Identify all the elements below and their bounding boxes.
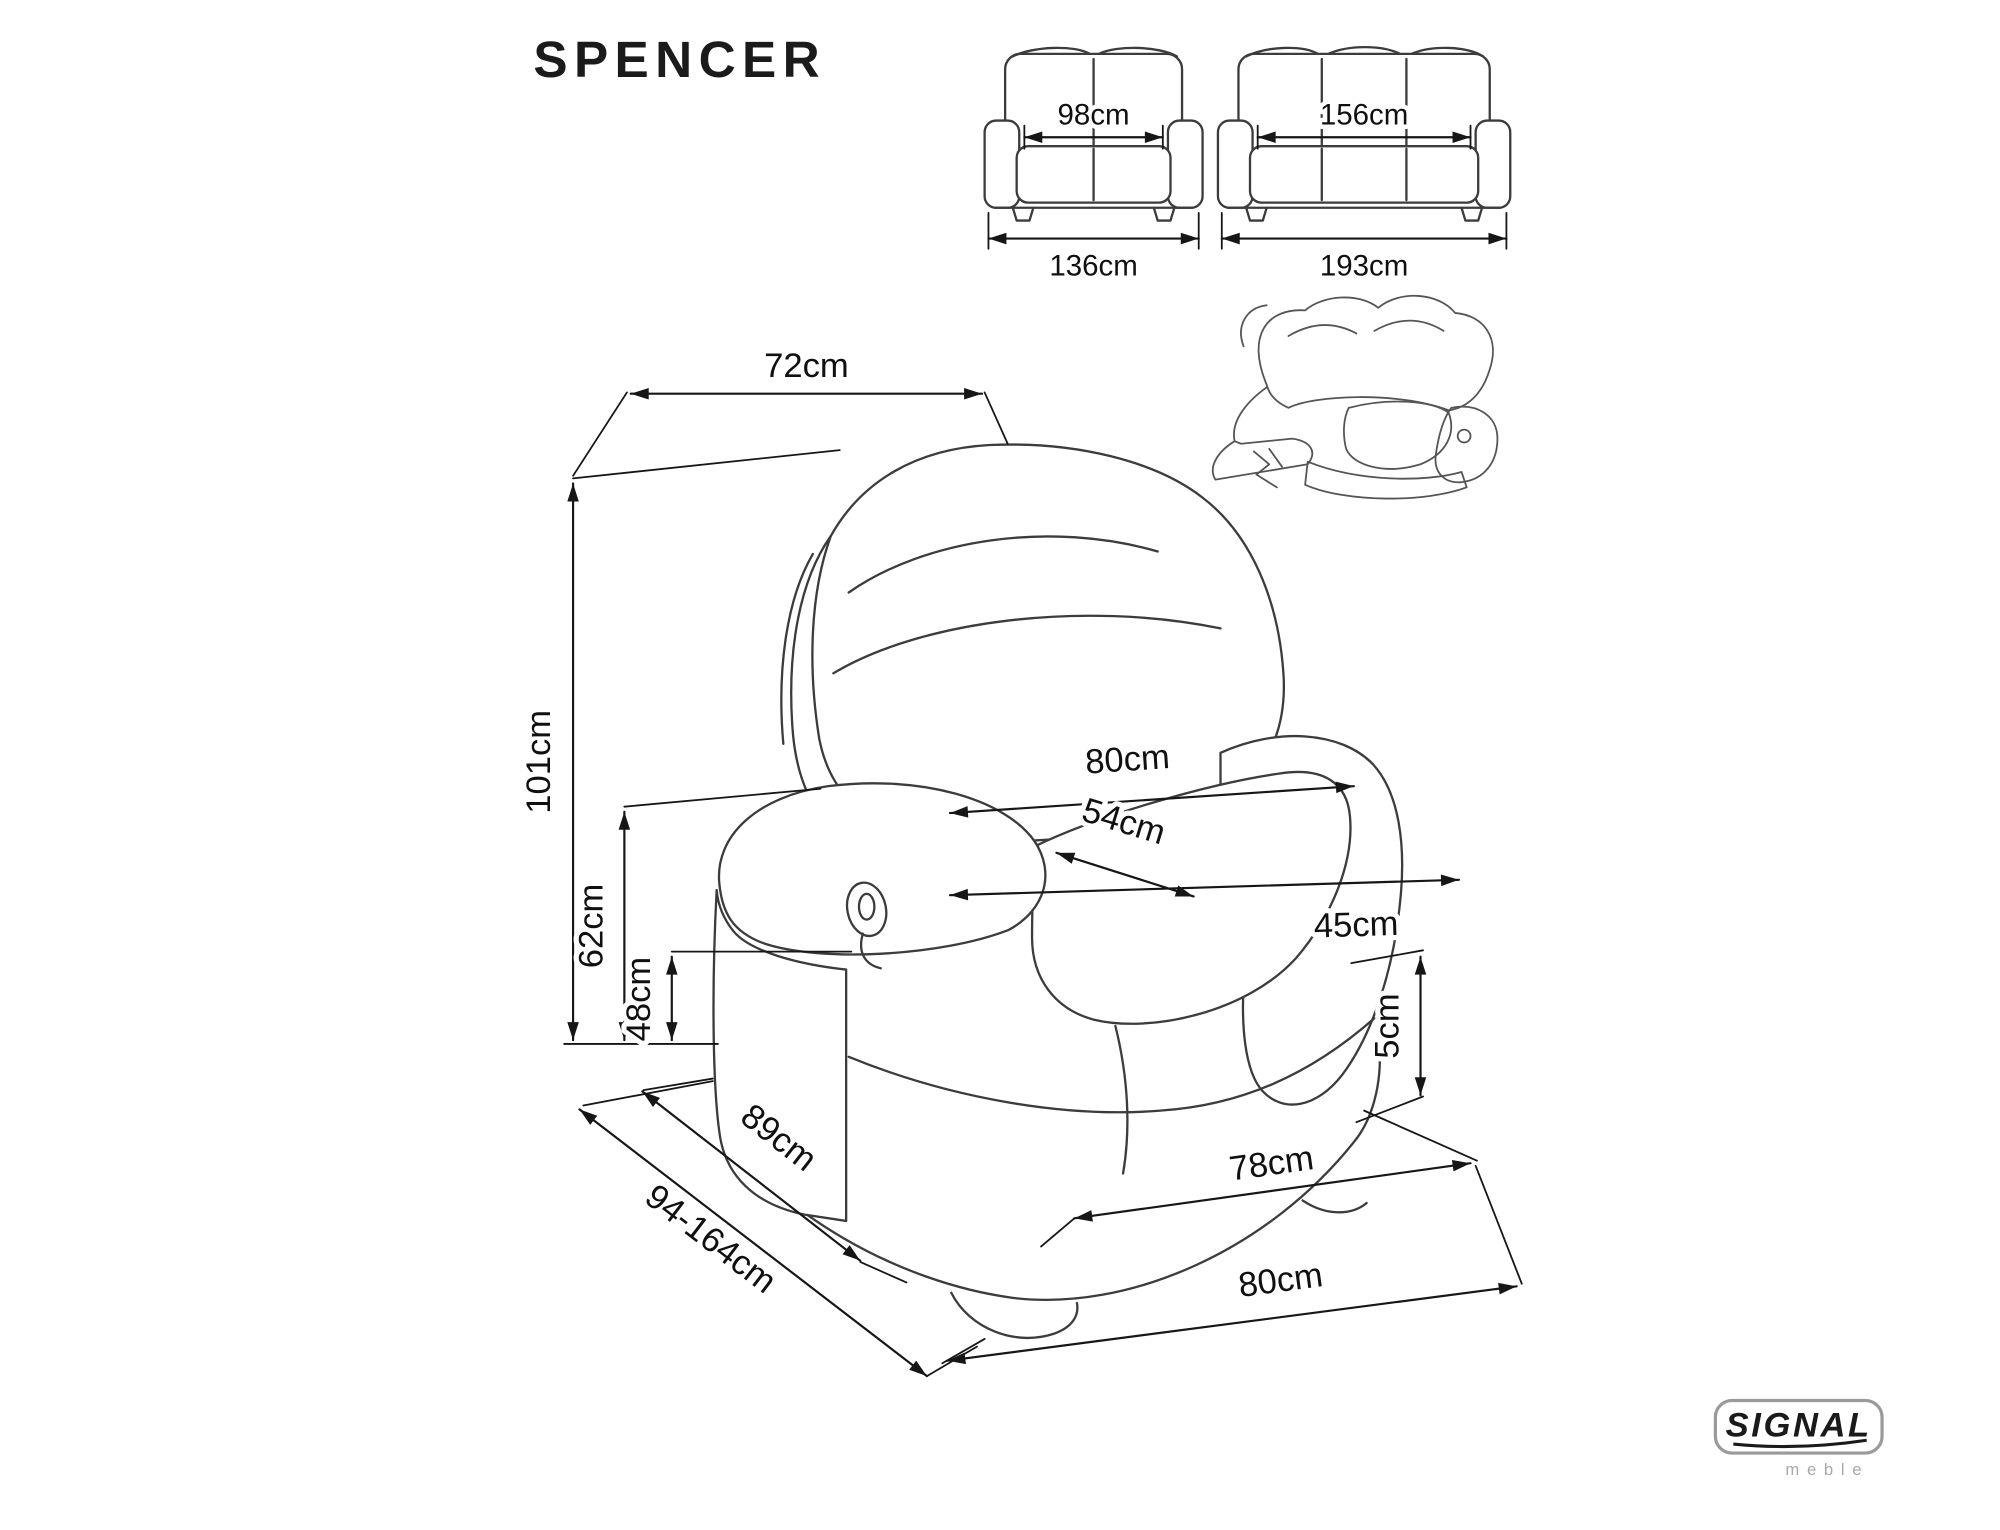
sofa2-headrest-bumps bbox=[1011, 46, 1179, 58]
armchair-handle-inner bbox=[857, 892, 876, 921]
armchair-headrest-crease bbox=[847, 535, 1159, 594]
dim-5-ext bbox=[1350, 949, 1424, 1124]
two-seater-sofa-sketch: 98cm 136cm bbox=[983, 46, 1204, 287]
dim-78-ext bbox=[1040, 1109, 1478, 1248]
dim-sofa3-outer-label: 193cm bbox=[1320, 250, 1408, 283]
page-title: SPENCER bbox=[533, 31, 826, 88]
dim-72-label: 72cm bbox=[764, 347, 849, 385]
dim-sofa3-inner-ticks bbox=[1256, 124, 1472, 150]
armchair-backrest bbox=[811, 443, 1286, 843]
armchair-side-foot bbox=[1301, 1199, 1368, 1214]
dim-sofa2-outer-ticks bbox=[987, 211, 1200, 250]
sofa2-right-arm bbox=[1166, 119, 1204, 209]
armchair-handle-lever bbox=[859, 932, 882, 970]
brand-logo: SIGNAL meble bbox=[1713, 1398, 1884, 1479]
three-seater-sofa-sketch: 156cm 193cm bbox=[1216, 46, 1512, 287]
dim-78-arrow bbox=[1073, 1159, 1472, 1222]
dim-sofa2-inner-label: 98cm bbox=[1058, 98, 1130, 131]
logo-border bbox=[1713, 1398, 1884, 1455]
recliner-left-pillow-edge bbox=[1240, 304, 1268, 348]
dim-62-label: 62cm bbox=[573, 884, 611, 969]
armchair-release-handle bbox=[845, 881, 888, 938]
dim-94-164-arrow bbox=[578, 1108, 929, 1378]
logo-sub-text: meble bbox=[1785, 1460, 1869, 1479]
sofa3-feet bbox=[1245, 206, 1484, 222]
recliner-base bbox=[1304, 460, 1468, 500]
dim-80-lower-label: 80cm bbox=[1236, 1256, 1325, 1305]
armchair-sketch bbox=[712, 443, 1404, 1339]
armchair-back-crease bbox=[832, 614, 1222, 675]
armchair-front-seam bbox=[1114, 1024, 1129, 1175]
dim-45-arrow bbox=[948, 874, 1461, 901]
recliner-mechanism bbox=[1252, 447, 1283, 489]
dim-78-label: 78cm bbox=[1227, 1139, 1316, 1188]
dim-sofa2-outer-label: 136cm bbox=[1049, 250, 1137, 283]
dim-101-ext bbox=[563, 449, 841, 1045]
recliner-sofa-sketch bbox=[1211, 295, 1499, 500]
sofa3-left-arm bbox=[1216, 119, 1254, 209]
dim-48-label: 48cm bbox=[620, 957, 658, 1042]
sofa3-headrest-bumps bbox=[1245, 46, 1485, 58]
sofa3-seat-splits bbox=[1320, 147, 1408, 202]
dim-sofa2-inner-ticks bbox=[1023, 124, 1164, 150]
logo-swoosh bbox=[1733, 1438, 1867, 1449]
recliner-headrest-creases bbox=[1287, 319, 1445, 337]
recliner-reclined-edge bbox=[1233, 386, 1268, 443]
sofa2-left-arm bbox=[983, 119, 1021, 209]
sofa3-seat bbox=[1248, 145, 1480, 204]
recliner-handle bbox=[1456, 428, 1472, 444]
dim-72-ext bbox=[572, 391, 1009, 477]
dim-sofa3-inner-label: 156cm bbox=[1320, 98, 1408, 131]
dim-sofa3-outer-ticks bbox=[1220, 211, 1508, 250]
dim-62-ext bbox=[623, 787, 822, 808]
dim-5-label: 5cm bbox=[1369, 993, 1407, 1058]
dim-45-label: 45cm bbox=[1313, 905, 1399, 946]
armchair-skirt-crease bbox=[847, 1017, 1376, 1114]
recliner-backrest bbox=[1257, 295, 1494, 412]
dim-80-upper-label: 80cm bbox=[1084, 738, 1171, 782]
armchair-base-right-edge bbox=[1355, 1045, 1382, 1140]
logo-brand-text: SIGNAL bbox=[1726, 1406, 1872, 1444]
recliner-right-seat bbox=[1343, 400, 1453, 470]
sofa2-feet bbox=[1011, 206, 1176, 222]
armchair-left-arm-top bbox=[717, 782, 1047, 956]
recliner-right-arm bbox=[1434, 405, 1499, 484]
dim-80-upper-arrow bbox=[948, 781, 1355, 818]
sofa3-right-arm bbox=[1474, 119, 1512, 209]
dim-80-lower-arrow bbox=[946, 1282, 1518, 1365]
dim-101-label: 101cm bbox=[520, 710, 558, 814]
